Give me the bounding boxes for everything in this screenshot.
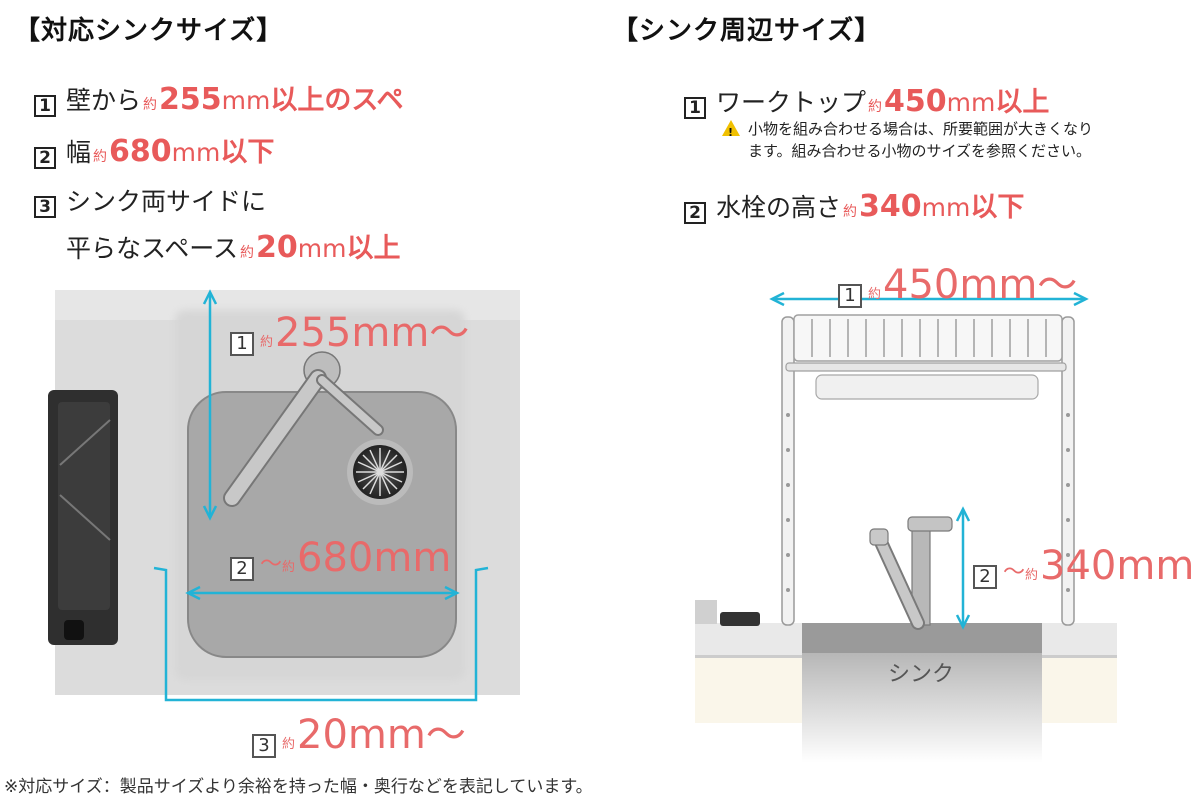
- dim-line-255: [202, 289, 218, 521]
- number-badge: 3: [34, 196, 56, 218]
- dim-line-680: [185, 585, 460, 601]
- dim-line-450: [769, 291, 1089, 307]
- req-value: 450: [884, 84, 947, 119]
- warning-icon: [722, 120, 740, 144]
- approx-mark: 約: [143, 97, 158, 113]
- number-badge: 2: [973, 564, 997, 589]
- left-req-1: 1 壁から 約 255 mm 以上のスペ: [34, 78, 403, 117]
- number-badge: 1: [230, 331, 254, 356]
- sink-label: シンク: [888, 662, 955, 687]
- approx-mark: 約: [260, 335, 274, 350]
- number-badge: 2: [684, 202, 706, 224]
- req-prefix: 水栓の高さ: [716, 193, 842, 222]
- dim-value: 20mm〜: [297, 712, 466, 758]
- req-suffix: 以下: [220, 137, 275, 168]
- right-heading: 【シンク周辺サイズ】: [612, 16, 882, 46]
- approx-mark: 約: [282, 737, 296, 752]
- req-unit: mm: [297, 234, 347, 263]
- footnote: ※対応サイズ：製品サイズより余裕を持った幅・奥行などを表記しています。: [4, 777, 593, 797]
- number-badge: 1: [684, 97, 706, 119]
- dim-prefix: 〜: [260, 552, 283, 577]
- dim-value: 450mm〜: [883, 262, 1078, 308]
- right-req-2: 2 水栓の高さ 約 340 mm 以下: [684, 185, 1024, 224]
- sink-side-diagram: [695, 291, 1117, 763]
- req-prefix: 平らなスペース: [66, 234, 239, 263]
- number-badge: 1: [838, 283, 862, 308]
- req-unit: mm: [221, 86, 271, 115]
- approx-mark: 約: [868, 99, 883, 115]
- req-value: 340: [859, 189, 922, 224]
- note-line: ます。組み合わせる小物のサイズを参照ください。: [748, 142, 1092, 160]
- note-line: 小物を組み合わせる場合は、所要範囲が大きくなり: [748, 120, 1094, 138]
- dim-value: 340mm: [1040, 543, 1195, 589]
- approx-mark: 約: [93, 149, 108, 165]
- dish-rack: [793, 314, 1063, 362]
- req-value: 680: [109, 134, 172, 169]
- approx-mark: 約: [240, 245, 255, 261]
- dim-label-20: 3 約 20mm〜: [252, 702, 466, 760]
- sink-top-diagram: [48, 289, 520, 702]
- dim-label-340: 2 〜 約 340mm: [973, 543, 1194, 589]
- dim-value: 680mm: [297, 535, 452, 581]
- approx-mark: 約: [868, 287, 882, 302]
- req-suffix: 以下: [970, 192, 1025, 223]
- dim-line-20: [153, 566, 489, 702]
- req-suffix: 以上のスペ: [270, 85, 404, 116]
- req-unit: mm: [946, 88, 996, 117]
- left-req-2: 2 幅 約 680 mm 以下: [34, 130, 274, 169]
- left-heading: 【対応シンクサイズ】: [14, 16, 284, 46]
- req-unit: mm: [171, 138, 221, 167]
- left-req-3-line2: 平らなスペース 約 20 mm 以上: [66, 226, 400, 265]
- dim-prefix: 〜: [1003, 560, 1026, 585]
- number-badge: 2: [230, 556, 254, 581]
- dim-line-340: [955, 506, 971, 630]
- faucet-side: [869, 516, 953, 630]
- req-prefix: 壁から: [66, 86, 142, 115]
- number-badge: 1: [34, 95, 56, 117]
- number-badge: 3: [252, 733, 276, 758]
- left-req-3: 3 シンク両サイドに: [34, 182, 266, 218]
- right-req-1: 1 ワークトップ 約 450 mm 以上: [684, 80, 1049, 119]
- dim-label-680: 2 〜 約 680mm: [230, 535, 451, 581]
- rack-frame: [781, 316, 1075, 626]
- req-value: 255: [159, 82, 222, 117]
- drip-tray: [815, 374, 1039, 400]
- req-suffix: 以上: [346, 233, 401, 264]
- approx-mark: 約: [1025, 568, 1039, 583]
- dim-label-450: 1 約 450mm〜: [838, 252, 1077, 310]
- req-prefix: ワークトップ: [716, 88, 867, 117]
- dim-label-255: 1 約 255mm〜: [230, 300, 469, 358]
- req-value: 20: [256, 230, 298, 265]
- req-unit: mm: [921, 193, 971, 222]
- req-prefix: 幅: [66, 138, 92, 167]
- req-prefix: シンク両サイドに: [66, 187, 267, 216]
- dim-value: 255mm〜: [275, 310, 470, 356]
- number-badge: 2: [34, 147, 56, 169]
- sink-basin: [187, 391, 457, 658]
- req-suffix: 以上: [995, 87, 1050, 118]
- approx-mark: 約: [843, 204, 858, 220]
- warning-note: 小物を組み合わせる場合は、所要範囲が大きくなり ます。組み合わせる小物のサイズを…: [722, 118, 1093, 162]
- approx-mark: 約: [282, 560, 296, 575]
